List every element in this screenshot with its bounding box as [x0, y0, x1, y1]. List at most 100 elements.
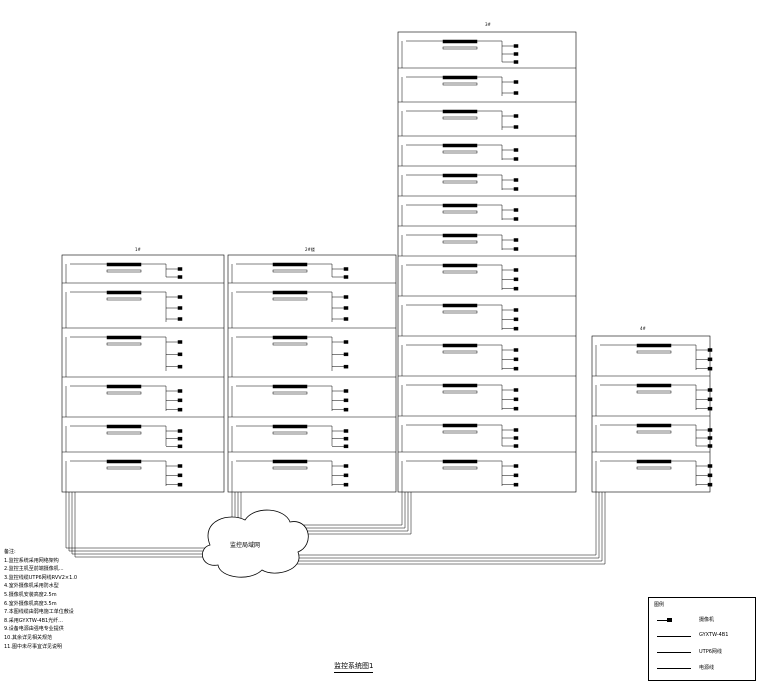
camera-icon [177, 444, 183, 449]
camera-icon [513, 482, 519, 487]
note-line: 3.监控线缆UTP6网线RVV2×1.0 [4, 574, 78, 581]
switch-icon [106, 391, 142, 395]
switch-icon [442, 143, 478, 148]
switch-icon [106, 269, 142, 273]
switch-icon [272, 342, 308, 346]
switch-icon [442, 263, 478, 268]
switch-icon [442, 75, 478, 80]
legend-line [657, 620, 667, 621]
camera-icon [513, 286, 519, 291]
building-label-b4: 4# [640, 326, 647, 331]
camera-icon [513, 44, 519, 48]
camera-icon [513, 326, 519, 331]
switch-icon [106, 384, 142, 389]
note-line: 9.设备电源由强电专业提供 [4, 626, 64, 633]
camera-icon [513, 208, 519, 212]
camera-icon [177, 295, 183, 299]
camera-icon [177, 317, 183, 321]
notes-title: 备注: [4, 549, 16, 555]
note-line: 6.室外摄像机高度3.5m [4, 600, 57, 607]
switch-icon [272, 466, 308, 470]
note-line: 11.图中未尽事宜详见说明 [4, 643, 62, 650]
camera-icon [513, 178, 519, 182]
switch-icon [442, 109, 478, 114]
switch-icon [442, 173, 478, 178]
camera-icon [177, 389, 183, 393]
diagram-caption: 监控系统图1 [334, 661, 374, 673]
switch-icon [442, 383, 478, 388]
camera-icon [513, 473, 519, 478]
switch-icon [636, 423, 672, 428]
camera-icon [177, 436, 183, 441]
note-line: 4.室外摄像机采用防水型 [4, 583, 59, 590]
camera-icon [667, 618, 672, 622]
camera-icon [343, 407, 349, 412]
switch-icon [442, 210, 478, 214]
switch-icon [636, 430, 672, 434]
building-label-b2: 2#楼 [305, 246, 315, 252]
legend-row-fiber: GYXTW-4B1 [649, 632, 755, 642]
switch-icon [442, 39, 478, 44]
camera-icon [513, 436, 519, 440]
switch-icon [442, 459, 478, 464]
switch-icon [442, 390, 478, 394]
switch-icon [272, 262, 308, 267]
switch-icon [636, 383, 672, 388]
building-label-b1: 1# [135, 247, 142, 252]
switch-icon [636, 350, 672, 354]
camera-icon [513, 114, 519, 118]
switch-icon [442, 150, 478, 154]
camera-icon [177, 352, 183, 357]
camera-icon [513, 217, 519, 221]
camera-icon [513, 187, 519, 191]
camera-icon [513, 157, 519, 161]
camera-icon [177, 429, 183, 433]
switch-icon [442, 350, 478, 354]
switch-icon [272, 335, 308, 340]
camera-icon [707, 436, 713, 440]
camera-icon [343, 267, 349, 271]
switch-icon [636, 343, 672, 348]
camera-icon [513, 52, 519, 56]
camera-icon [343, 444, 349, 449]
camera-icon [707, 357, 713, 362]
network-cloud [202, 509, 309, 578]
camera-icon [513, 444, 519, 448]
camera-icon [707, 406, 713, 411]
camera-icon [513, 238, 519, 242]
trunk-line [295, 492, 606, 565]
camera-icon [177, 364, 183, 369]
camera-icon [343, 464, 349, 468]
camera-icon [177, 482, 183, 487]
network-label: 监控局域网 [230, 542, 261, 549]
trunk-line [285, 492, 409, 532]
trunk-line [285, 492, 406, 529]
switch-icon [272, 459, 308, 464]
camera-icon [707, 464, 713, 468]
note-line: 5.摄像机安装高度2.5m [4, 591, 57, 598]
trunk-line [74, 492, 205, 558]
switch-icon [106, 342, 142, 346]
camera-icon [707, 397, 713, 402]
camera-icon [513, 277, 519, 282]
legend-label: GYXTW-4B1 [699, 632, 729, 638]
trunk-line [285, 492, 412, 535]
camera-icon [177, 275, 183, 279]
camera-icon [513, 406, 519, 411]
camera-icon [343, 275, 349, 279]
trunk-line [295, 492, 600, 559]
trunk-line [71, 492, 205, 555]
switch-icon [106, 431, 142, 435]
note-line: 1.监控系统采用网络架构 [4, 557, 59, 564]
switch-icon [442, 270, 478, 274]
switch-icon [272, 424, 308, 429]
switch-icon [106, 297, 142, 301]
switch-icon [106, 335, 142, 340]
camera-icon [343, 429, 349, 433]
camera-icon [513, 148, 519, 152]
switch-icon [636, 466, 672, 470]
legend-row-utp: UTP6网线 [649, 648, 755, 658]
camera-icon [513, 317, 519, 322]
switch-icon [442, 180, 478, 184]
legend-label: 摄像机 [699, 617, 715, 623]
